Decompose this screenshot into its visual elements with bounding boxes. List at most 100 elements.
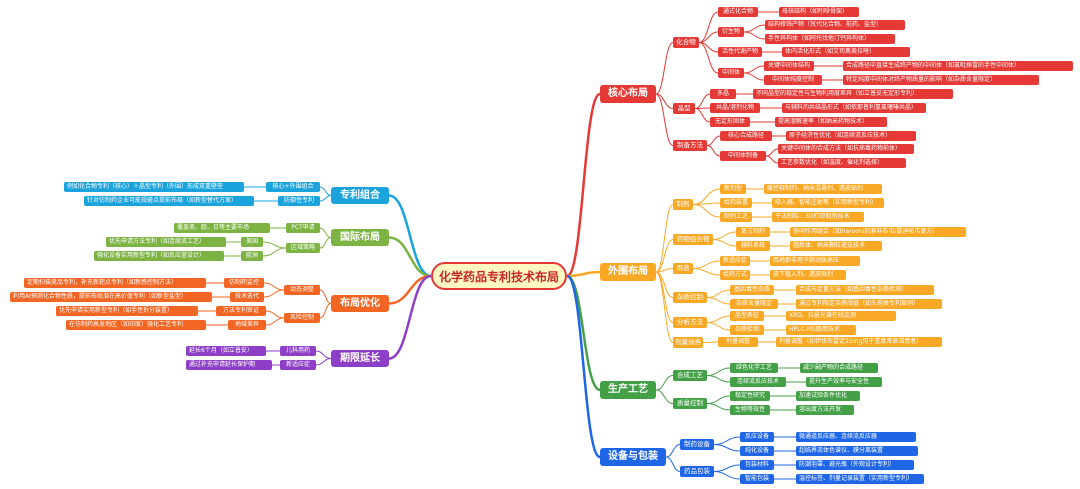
node-formulation[interactable]: 制剂 <box>673 199 693 210</box>
node-analysis-method[interactable]: 分析方法 <box>673 317 707 328</box>
node-smart-packaging[interactable]: 智能包装 <box>740 474 774 484</box>
leaf-dissolution-rate[interactable]: 提高溶解速率（如纳米药物技术） <box>775 117 887 127</box>
leaf-purity-impact[interactable]: 特定纯度中间体对终产物质量的影响（如杂质含量限定） <box>843 75 1039 85</box>
leaf-cocrystal-excipient[interactable]: 与辅料的共结晶形式（如依那普利氢氯噻嗪共晶） <box>782 103 926 113</box>
branch-portfolio[interactable]: 专利组合 <box>331 187 389 204</box>
node-purification-equipment[interactable]: 纯化设备 <box>740 446 774 456</box>
leaf-impurity-threshold[interactable]: 通过专利限定杂质阈值（如头孢类专利案例） <box>796 299 942 309</box>
node-method-patent-review[interactable]: 方法专利审证 <box>216 306 266 316</box>
node-administration[interactable]: 给药方式 <box>720 270 750 280</box>
node-use[interactable]: 用途 <box>673 263 693 274</box>
node-dynamic-adjustment[interactable]: 动态调整 <box>284 285 320 295</box>
leaf-genotoxic-detection[interactable]: 合成与定量方法（如基因毒性杂质检测） <box>796 285 934 295</box>
node-crystal-characterization[interactable]: 晶型表征 <box>730 311 764 321</box>
node-new-dosage-form[interactable]: 新剂型 <box>720 184 746 194</box>
node-genotoxic-impurity[interactable]: 基因毒性杂质 <box>730 285 774 295</box>
node-general-compound[interactable]: 通式化合物 <box>718 7 758 17</box>
leaf-direct-intermediate[interactable]: 合成路径中直接生成终产物的中间体（如氯吡格雷的手性中间体） <box>843 61 1073 71</box>
node-tech-iteration[interactable]: 技术迭代 <box>230 292 264 302</box>
leaf-chiral-isomer[interactable]: 手性异构体（如阿托伐他汀钙异构体） <box>765 34 895 44</box>
leaf-method-patent-first[interactable]: 优先申请方法专利（如连续流工艺） <box>106 237 226 247</box>
branch-optimization[interactable]: 布局优化 <box>331 295 389 312</box>
leaf-key-intermediate-synthesis[interactable]: 关键中间体的合成方法（如抗病毒药物前体） <box>778 144 914 154</box>
leaf-sildenafil[interactable]: 西地那非用于肺动脉高压 <box>770 256 860 266</box>
branch-extension[interactable]: 期限延长 <box>331 350 389 367</box>
node-impurity-detection[interactable]: 杂质检测 <box>730 325 764 335</box>
leaf-atom-economy[interactable]: 原子经济性优化（如连续流反应技术） <box>786 131 916 141</box>
leaf-activation-form[interactable]: 体内活化形式（如艾司奥美拉唑） <box>782 47 910 57</box>
node-regional-strategy[interactable]: 区域策略 <box>286 243 320 253</box>
node-bioequivalence[interactable]: 生物等效性 <box>730 405 770 415</box>
leaf-efficiency[interactable]: 提升生产效率与安全性 <box>806 377 882 387</box>
node-pharma-composition[interactable]: 药物组合物 <box>673 234 713 245</box>
leaf-supercritical[interactable]: 超临界流体色谱仪、膜分离装置 <box>796 446 918 456</box>
leaf-utility-model[interactable]: 强化设备实用新型专利（如反应釜设计） <box>94 251 224 261</box>
leaf-major-markets[interactable]: 覆盖美、欧、日等主要市场 <box>174 223 270 233</box>
node-stability[interactable]: 稳定性研究 <box>730 391 770 401</box>
node-intermediate-purity[interactable]: 中间体纯度控制 <box>764 75 822 85</box>
node-europe[interactable]: 欧洲 <box>241 251 263 261</box>
node-dose-adjust[interactable]: 剂量调整 <box>718 337 758 347</box>
leaf-core-ring[interactable]: 母核结构（如吲哚骨架） <box>779 7 859 17</box>
leaf-india-process[interactable]: 在仿制药高发地区（如印度）强化工艺专利 <box>66 320 206 330</box>
branch-peripheral[interactable]: 外围布局 <box>600 263 656 281</box>
leaf-blister[interactable]: 防潮泡罩、避光瓶（外观设计专利） <box>796 460 914 470</box>
node-impurity-limit[interactable]: 杂质含量限定 <box>730 299 778 309</box>
node-intermediate[interactable]: 中间体 <box>718 68 744 78</box>
node-defensive-patent[interactable]: 防御性专利 <box>278 196 320 206</box>
leaf-accelerated-test[interactable]: 加速试验条件优化 <box>796 391 860 401</box>
node-core-synthesis[interactable]: 核心合成路径 <box>720 131 772 141</box>
leaf-ai-prediction[interactable]: 利用AI预测化合物性质，提前布局潜在高价值专利（如新型盐型） <box>10 292 212 302</box>
node-compound-formulation[interactable]: 复方制剂 <box>736 227 770 237</box>
branch-equipment[interactable]: 设备与包装 <box>600 448 666 466</box>
leaf-dissolution-method[interactable]: 溶出度方法开发 <box>796 405 854 415</box>
branch-process[interactable]: 生产工艺 <box>600 381 656 399</box>
leaf-ivabradine[interactable]: 剂量调整（如伊伐布雷定25mg用于重度肾衰竭患者） <box>776 337 942 347</box>
node-synthesis-process[interactable]: 合成工艺 <box>673 370 707 381</box>
branch-core[interactable]: 核心布局 <box>600 85 656 103</box>
leaf-double-barrier[interactable]: 例如化合物专利（核心）＋晶型专利（外围）形成双重壁垒 <box>64 182 244 192</box>
node-crystal-form[interactable]: 晶型 <box>673 103 695 114</box>
node-dose-specification[interactable]: 剂量规格 <box>673 337 703 348</box>
leaf-dry-granulation[interactable]: 干法制粒、3D打印制剂技术 <box>772 212 864 222</box>
node-core-peripheral-combo[interactable]: 核心+外围组合 <box>266 182 320 192</box>
leaf-less-byproduct[interactable]: 减少副产物的合成路径 <box>800 363 878 373</box>
node-pediatric[interactable]: 儿科用药 <box>280 346 316 356</box>
node-cocrystal[interactable]: 共晶/溶剂化物 <box>710 103 760 113</box>
root-node[interactable]: 化学药品专利技术布局 <box>431 262 567 290</box>
leaf-six-months[interactable]: 延长6个月（如立普妥） <box>186 346 266 356</box>
node-amorphous[interactable]: 无定形固体 <box>710 117 750 127</box>
node-pharma-equipment[interactable]: 制药设备 <box>680 439 714 450</box>
leaf-implant[interactable]: 皮下植入剂、透皮贴剂 <box>770 270 846 280</box>
leaf-scan-competitors[interactable]: 定期扫描竞品专利，补充新靶点专利（如新感控制方法） <box>24 278 206 288</box>
node-regional-difference[interactable]: 地域差异 <box>228 320 266 330</box>
node-derivative[interactable]: 衍生物 <box>718 27 744 37</box>
node-green-chemistry[interactable]: 绿色化学工艺 <box>730 363 778 373</box>
node-preparation-method[interactable]: 制备方法 <box>673 140 707 151</box>
node-impurity-control[interactable]: 杂质控制 <box>673 292 707 303</box>
leaf-anticipate-generics[interactable]: 针对仿制药企业可能规避点提前布局（如新型替代方案） <box>84 196 254 206</box>
node-new-indication-ext[interactable]: 新适应症 <box>280 360 316 370</box>
node-new-indication[interactable]: 新适应症 <box>720 256 750 266</box>
node-intermediate-prep[interactable]: 中间体制备 <box>720 151 766 161</box>
leaf-hplc-ms[interactable]: HPLC-MS联用技术 <box>786 325 856 335</box>
node-excipient-system[interactable]: 辅料系统 <box>736 241 770 251</box>
leaf-process-params[interactable]: 工艺参数优化（如温度、催化剂选择） <box>778 158 906 168</box>
leaf-synergy[interactable]: 协同作用组合（如Harvoni的索非布韦/雷迪帕韦复方） <box>790 227 966 237</box>
node-formulation-process[interactable]: 制剂工艺 <box>720 212 752 222</box>
leaf-controlled-release[interactable]: 缓控释制剂、纳米混悬剂、透皮贴剂 <box>764 184 882 194</box>
node-delivery-device[interactable]: 给药装置 <box>720 198 752 208</box>
leaf-temperature-label[interactable]: 温控标签、剂量记录装置（实用新型专利） <box>796 474 924 484</box>
node-key-intermediate[interactable]: 关键中间体结构 <box>764 61 814 71</box>
node-packaging-material[interactable]: 包装材料 <box>740 460 774 470</box>
node-pct[interactable]: PCT申请 <box>286 223 320 233</box>
node-generic-monitoring[interactable]: 仿制药监控 <box>224 278 264 288</box>
node-compound[interactable]: 化合物 <box>673 37 699 48</box>
leaf-microreactor[interactable]: 微通道反应器、连续流反应器 <box>796 432 916 442</box>
node-quality-control[interactable]: 质量控制 <box>673 398 707 409</box>
leaf-polymorph-stability[interactable]: 不同晶型的稳定性与生物利用度差异（如立普妥无定形专利） <box>753 89 953 99</box>
leaf-inhaler[interactable]: 吸入器、智能注射笔（实用新型专利） <box>772 198 884 208</box>
node-active-metabolite[interactable]: 活性代谢产物 <box>718 47 762 57</box>
branch-international[interactable]: 国际布局 <box>331 229 389 246</box>
node-usa[interactable]: 美国 <box>241 237 263 247</box>
